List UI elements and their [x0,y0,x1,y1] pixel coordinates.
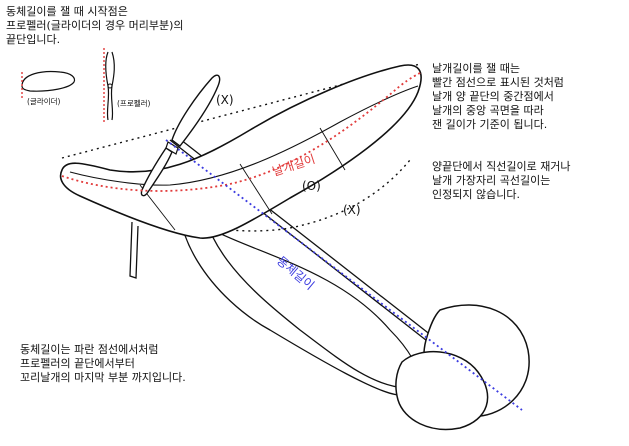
note-body-start: 동체길이를 잴 때 시작점은 프로펠러(글라이더의 경우 머리부분)의 끝단입니… [6,5,184,46]
ok-mark: (O) [302,179,321,193]
x-mark-edge: (X) [343,203,361,217]
body-length-label: 동체길이 [274,254,317,293]
wing-length-line [61,71,423,192]
x-mark-top: (X) [216,93,234,107]
note-wing-measure: 날개길이를 잴 때는 빨간 점선으로 표시된 것처럼 날개 양 끝단의 중간점에… [432,62,564,131]
hook [129,221,139,279]
edge-curve-line [61,159,411,232]
main-propeller [140,74,221,197]
note-body-length: 동체길이는 파란 점선에서처럼 프로펠러의 끝단에서부터 꼬리날개의 마지막 부… [20,343,186,384]
propeller-label: (프로펠러) [117,99,151,108]
body-length-line [165,139,523,411]
tail-wing [395,304,530,431]
main-wing [59,64,422,239]
glider-label: (글라이더) [27,97,61,106]
glider-head-sketch [21,70,76,100]
propeller-sketch [103,48,115,124]
rubber-band-outer [189,214,421,381]
note-not-accepted: 양끝단에서 직선길이로 재거나 날개 가장자리 곡선길이는 인정되지 않습니다. [432,160,571,201]
straight-line-top [61,63,421,159]
